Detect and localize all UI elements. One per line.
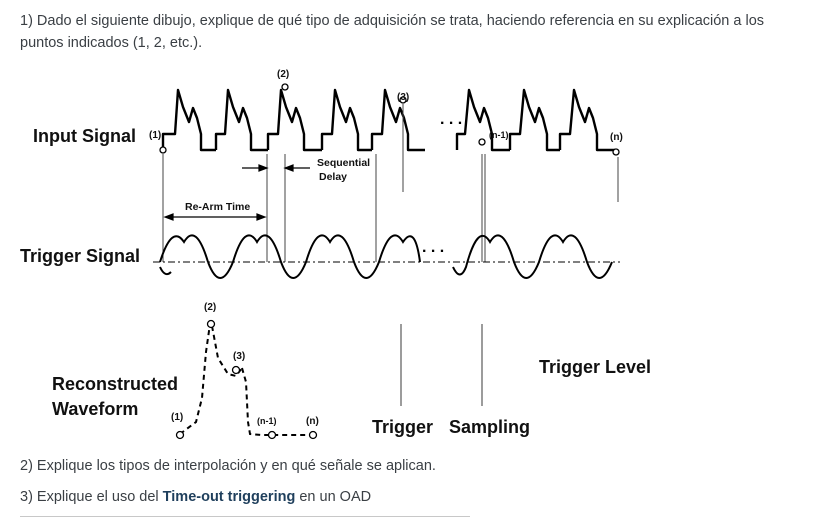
question-3-prefix: 3) Explique el uso del — [20, 489, 163, 505]
waveform-label: Waveform — [52, 399, 138, 419]
diagram-svg: . . . (1) (2) (3) (n-1) (n) Input Signal… — [20, 69, 651, 440]
answer-box-edge[interactable] — [20, 516, 470, 517]
recon-point-3: (3) — [233, 351, 245, 362]
trigger-dots: . . . — [422, 239, 444, 256]
question-3-suffix: en un OAD — [295, 489, 372, 505]
reconstructed-label: Reconstructed — [52, 374, 178, 394]
sequential-delay-arrows — [242, 164, 310, 172]
sequential-label: Sequential — [317, 157, 370, 169]
question-3-text: 3) Explique el uso del Time-out triggeri… — [20, 486, 371, 508]
question-3-bold-term: Time-out triggering — [162, 489, 296, 505]
reconstructed-sample-markers — [175, 319, 318, 440]
trigger-signal-waveform — [159, 234, 613, 279]
recon-point-1: (1) — [171, 412, 183, 423]
rearm-time-label: Re-Arm Time — [185, 201, 250, 213]
label-point-n: (n) — [610, 132, 623, 143]
label-point-n-1: (n-1) — [489, 130, 509, 140]
question-2-text: 2) Explique los tipos de interpolación y… — [20, 458, 436, 474]
input-sample-markers — [159, 83, 620, 156]
reconstructed-waveform — [179, 323, 310, 436]
recon-point-n: (n) — [306, 416, 319, 427]
question-1-text: 1) Dado el siguiente dibujo, explique de… — [20, 13, 765, 51]
label-point-1: (1) — [149, 130, 161, 141]
label-point-3: (3) — [397, 92, 409, 103]
trigger-signal-label: Trigger Signal — [20, 246, 140, 266]
input-signal-label: Input Signal — [33, 126, 136, 146]
recon-point-n-1: (n-1) — [257, 416, 277, 426]
input-dots: . . . — [440, 111, 462, 128]
acquisition-diagram: . . . (1) (2) (3) (n-1) (n) Input Signal… — [20, 62, 652, 446]
delay-label: Delay — [319, 171, 347, 183]
sampling-legend-label: Sampling — [449, 417, 530, 437]
recon-point-2: (2) — [204, 302, 216, 313]
reference-lines — [162, 104, 619, 262]
trigger-legend-label: Trigger — [372, 417, 433, 437]
trigger-level-label: Trigger Level — [539, 357, 651, 377]
input-signal-waveform — [161, 88, 615, 152]
label-point-2: (2) — [277, 69, 289, 80]
rearm-time-arrow — [163, 213, 267, 221]
